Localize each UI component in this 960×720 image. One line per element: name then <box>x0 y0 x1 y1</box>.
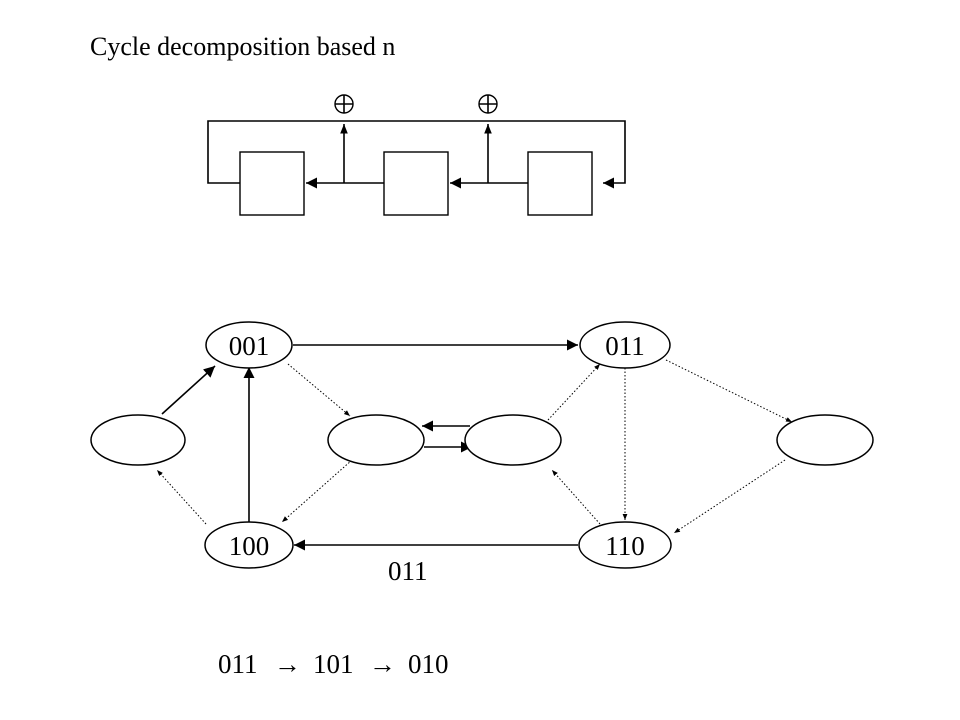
edge-left-to-001 <box>161 365 216 415</box>
node-100 <box>204 521 294 569</box>
edge-100-to-left <box>156 469 207 525</box>
edge-midR-to-011 <box>547 363 601 421</box>
xor-icon <box>478 94 498 114</box>
sequence-item: 101 <box>313 649 354 679</box>
node-left <box>90 414 186 466</box>
sequence-item: 011 <box>218 649 258 679</box>
page-title: Cycle decomposition based n <box>90 32 395 61</box>
sequence-arrow-icon: → <box>274 649 301 679</box>
edge-011-to-right <box>665 359 793 423</box>
sequence-arrow-icon: → <box>369 649 396 679</box>
node-001 <box>205 321 293 369</box>
node-label: 110 <box>605 531 645 561</box>
node-011 <box>579 321 671 369</box>
node-label: 100 <box>229 531 270 561</box>
node-right <box>776 414 874 466</box>
graph-nodes: 001 011 100 110 <box>90 321 874 569</box>
edge-midL-to-100 <box>281 459 353 523</box>
register-cell <box>383 151 449 216</box>
graph-edges <box>156 339 793 551</box>
edge-label: 011 <box>388 556 428 586</box>
node-label: 011 <box>605 331 645 361</box>
sequence: 011 → 101 → 010 <box>218 649 449 679</box>
node-mid-right <box>464 414 562 466</box>
edge-right-to-110 <box>673 459 786 534</box>
feedback-loop <box>207 120 626 189</box>
node-label: 001 <box>229 331 270 361</box>
node-110 <box>578 521 672 569</box>
xor-icon <box>334 94 354 114</box>
register-cell <box>239 151 305 216</box>
edge-001-to-midL <box>287 363 351 417</box>
node-mid-left <box>327 414 425 466</box>
register-cell <box>527 151 593 216</box>
shift-register <box>207 94 626 216</box>
sequence-item: 010 <box>408 649 449 679</box>
edge-110-to-midR <box>551 469 601 525</box>
